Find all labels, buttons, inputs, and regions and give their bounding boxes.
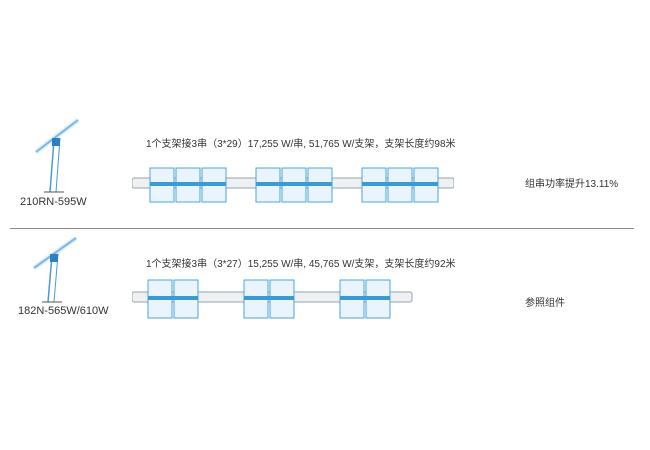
tracker-array-diagram [132, 279, 413, 319]
comparison-row-182n: 182N-565W/610W 1个支架接3串（3*27）15,255 W/串, … [0, 232, 650, 342]
string-spec-label: 1个支架接3串（3*27）15,255 W/串, 45,765 W/支架，支架长… [146, 259, 456, 270]
module-group-3 [339, 279, 391, 319]
tracker-array-diagram [132, 167, 454, 203]
tracker-side-view-icon [34, 118, 80, 193]
string-spec-label: 1个支架接3串（3*29）17,255 W/串, 51,765 W/支架，支架长… [146, 139, 456, 150]
power-gain-label: 组串功率提升13.11% [525, 179, 619, 190]
row-divider [10, 228, 634, 229]
reference-module-label: 参照组件 [525, 298, 565, 309]
module-model-label: 182N-565W/610W [18, 305, 109, 317]
module-group-2 [255, 167, 333, 203]
comparison-row-210rn: 210RN-595W 1个支架接3串（3*29）17,255 W/串, 51,7… [0, 110, 650, 220]
module-group-2 [243, 279, 295, 319]
tracker-side-view-icon [32, 235, 78, 303]
module-model-label: 210RN-595W [20, 196, 87, 208]
module-group-1 [147, 279, 199, 319]
module-group-1 [149, 167, 227, 203]
module-group-3 [361, 167, 439, 203]
